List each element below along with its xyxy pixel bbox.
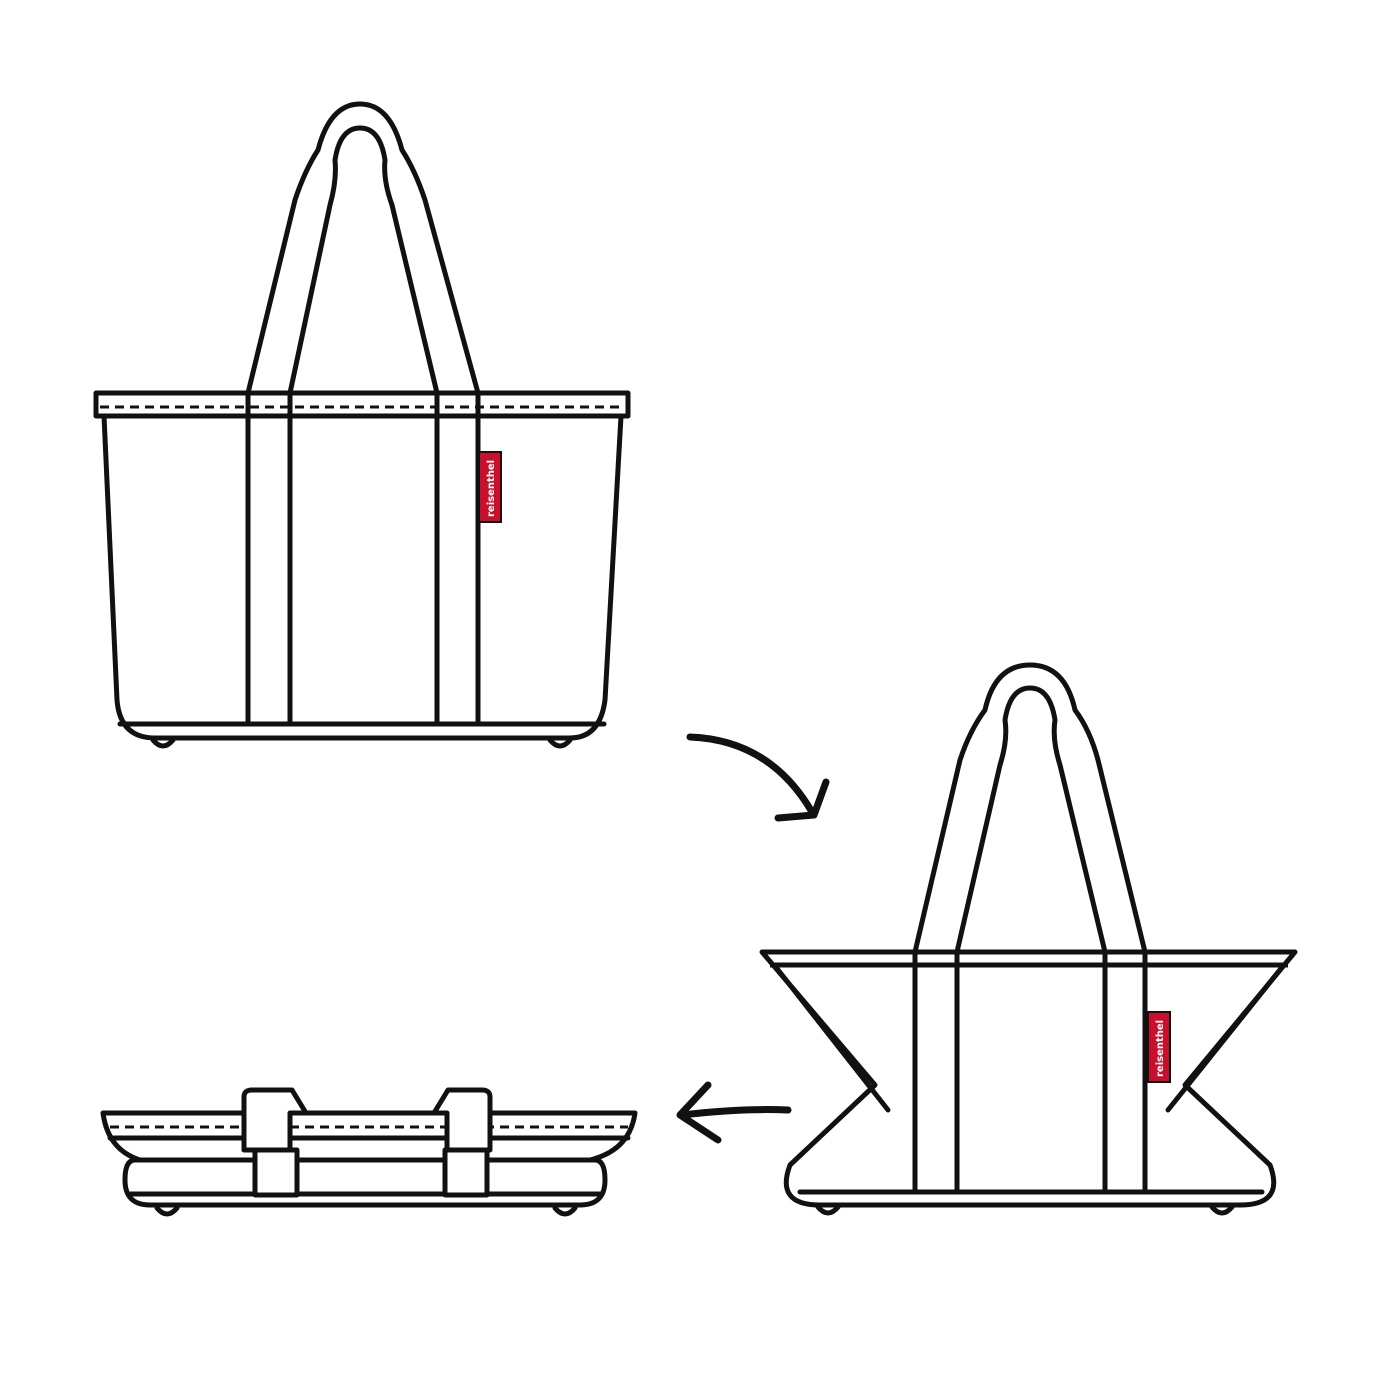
bag-body bbox=[93, 390, 631, 741]
brand-label bbox=[1147, 1011, 1171, 1083]
bag-flat bbox=[100, 1087, 638, 1217]
bag-body bbox=[759, 949, 1298, 1208]
strap-loop bbox=[912, 662, 1148, 955]
foot bbox=[154, 1205, 578, 1217]
arrow-left bbox=[676, 1081, 792, 1144]
bag-open: reisenthel bbox=[93, 101, 631, 749]
arrow-right-down bbox=[686, 733, 830, 822]
foot bbox=[150, 737, 573, 749]
brand-label-text: reisenthel bbox=[1155, 1020, 1166, 1077]
strap-loop bbox=[245, 101, 481, 396]
bag-folding: reisenthel bbox=[759, 662, 1298, 1216]
foot bbox=[815, 1204, 1235, 1216]
brand-label-text: reisenthel bbox=[486, 460, 497, 517]
brand-label bbox=[478, 451, 502, 523]
